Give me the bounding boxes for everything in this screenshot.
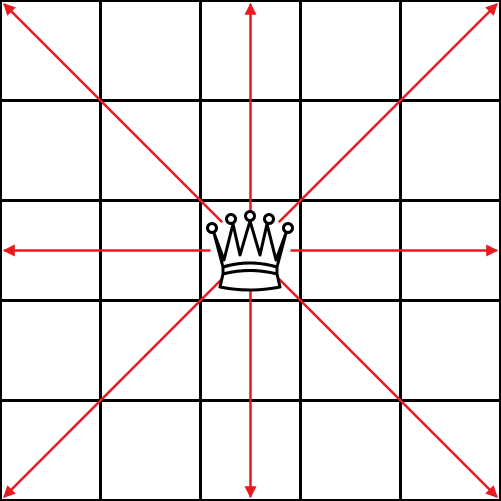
arrow-north-east [277, 3, 498, 224]
queen-icon [206, 210, 294, 292]
arrow-south-west [3, 277, 224, 498]
arrow-south-east [277, 277, 498, 498]
arrow-north-west [3, 3, 224, 224]
